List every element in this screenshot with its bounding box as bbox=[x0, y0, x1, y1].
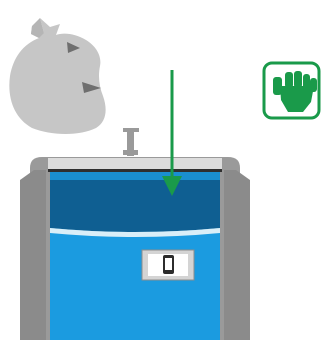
hand-grab-badge bbox=[264, 63, 319, 118]
waste-bin-icon bbox=[20, 128, 250, 340]
trash-bag-icon bbox=[9, 18, 105, 134]
phone-panel bbox=[142, 250, 194, 280]
down-arrow-icon bbox=[162, 70, 182, 196]
phone-icon bbox=[163, 255, 174, 274]
